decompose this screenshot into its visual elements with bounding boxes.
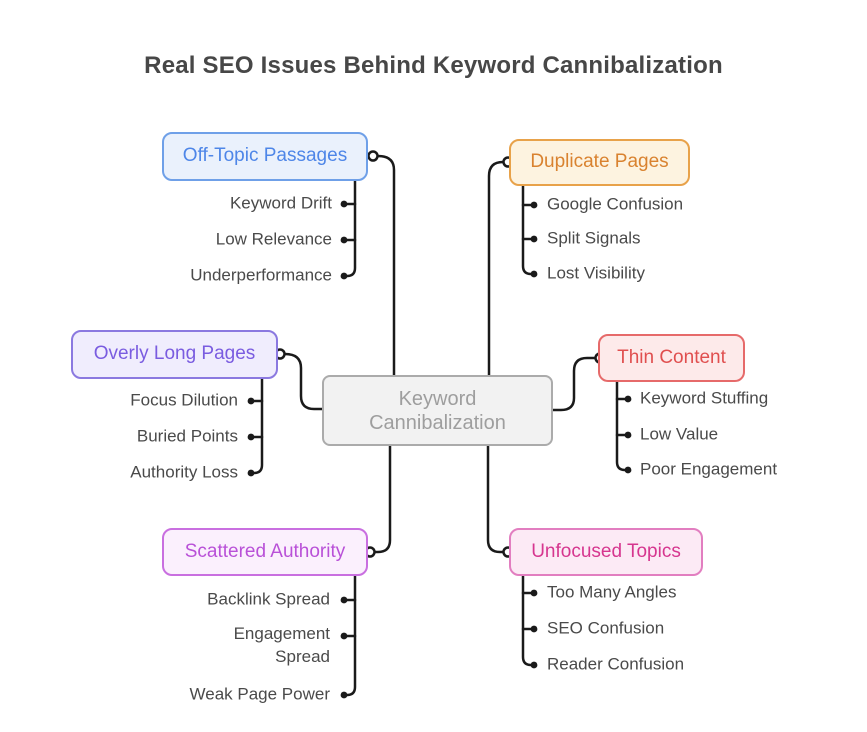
- child-label-low-value: Low Value: [640, 424, 719, 444]
- connector-duplicate-to-center: [487, 160, 505, 378]
- child-label-seo-confusion: SEO Confusion: [547, 618, 665, 638]
- child-bullet-dots: [247, 200, 632, 699]
- child-label-split-signals: Split Signals: [547, 228, 641, 248]
- node-label: Scattered Authority: [184, 540, 346, 562]
- node-label: Overly Long Pages: [93, 343, 256, 365]
- child-label-underperformance: Underperformance: [190, 265, 332, 285]
- node-duplicate-pages: Duplicate Pages: [509, 139, 690, 186]
- node-unfocused-topics: Unfocused Topics: [509, 528, 703, 576]
- node-off-topic-passages: Off-Topic Passages: [162, 132, 368, 181]
- spine-overly: [249, 376, 264, 475]
- spine-duplicate: [521, 183, 536, 276]
- child-label-keyword-drift: Keyword Drift: [229, 193, 332, 213]
- spine-off-topic: [342, 178, 357, 278]
- spine-thin: [615, 379, 630, 472]
- spine-unfocused: [521, 573, 536, 667]
- child-label-engagement-spread: Engagement Spread: [233, 624, 330, 666]
- child-label-too-many-angles: Too Many Angles: [547, 582, 677, 602]
- child-label-backlink-spread: Backlink Spread: [207, 589, 330, 609]
- child-label-google-confusion: Google Confusion: [547, 194, 684, 214]
- connector-center-to-thin: [550, 356, 597, 412]
- child-label-authority-loss: Authority Loss: [130, 462, 238, 482]
- node-label: Unfocused Topics: [531, 540, 681, 562]
- connector-off-topic-to-center: [376, 154, 396, 378]
- node-keyword-cannibalization: Keyword Cannibalization: [322, 375, 553, 446]
- child-label-lost-visibility: Lost Visibility: [547, 263, 645, 283]
- child-label-poor-engagement: Poor Engagement: [640, 459, 778, 479]
- connector-overly-to-center: [283, 352, 325, 411]
- node-label: Thin Content: [617, 346, 726, 368]
- node-overly-long-pages: Overly Long Pages: [71, 330, 278, 379]
- child-label-keyword-stuffing: Keyword Stuffing: [640, 388, 769, 408]
- center-node-label: Keyword Cannibalization: [369, 387, 506, 434]
- node-label: Duplicate Pages: [530, 151, 669, 173]
- node-scattered-authority: Scattered Authority: [162, 528, 368, 576]
- node-thin-content: Thin Content: [598, 334, 745, 382]
- node-label: Off-Topic Passages: [182, 145, 348, 167]
- child-label-low-relevance: Low Relevance: [215, 229, 332, 249]
- child-label-reader-confusion: Reader Confusion: [547, 654, 685, 674]
- connector-center-to-scattered: [373, 443, 392, 554]
- diagram-title: Real SEO Issues Behind Keyword Cannibali…: [144, 52, 723, 79]
- connector-center-to-unfocused: [486, 443, 505, 554]
- child-label-focus-dilution: Focus Dilution: [130, 390, 238, 410]
- child-label-buried-points: Buried Points: [136, 426, 238, 446]
- child-label-weak-page-power: Weak Page Power: [189, 684, 330, 704]
